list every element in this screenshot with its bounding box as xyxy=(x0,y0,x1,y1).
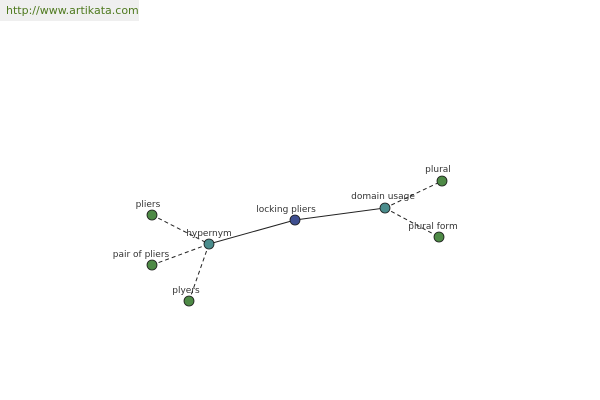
node-pair-of-pliers[interactable] xyxy=(146,259,158,271)
node-plural-form[interactable] xyxy=(433,231,445,243)
node-label-plural-form[interactable]: plural form xyxy=(408,222,457,232)
edge-domain-usage-plural-form xyxy=(384,207,440,238)
node-label-domain-usage[interactable]: domain usage xyxy=(351,192,415,202)
node-plyers[interactable] xyxy=(183,295,195,307)
node-plural[interactable] xyxy=(436,175,448,187)
node-center[interactable] xyxy=(289,214,301,226)
edges-layer xyxy=(151,180,443,302)
labels-layer: locking pliers hypernym domain usage pliers… xyxy=(113,165,458,296)
node-label-hypernym[interactable]: hypernym xyxy=(186,229,232,239)
url-banner[interactable]: http://www.artikata.com xyxy=(0,0,139,21)
node-label-pliers[interactable]: pliers xyxy=(136,200,161,210)
edge-pair-of-pliers-hypernym xyxy=(151,243,210,266)
node-label-plyers[interactable]: plyers xyxy=(172,286,200,296)
edge-domain-usage-plural xyxy=(384,180,443,209)
node-label-pair-of-pliers[interactable]: pair of pliers xyxy=(113,250,170,260)
node-hypernym[interactable] xyxy=(203,238,215,250)
node-label-plural[interactable]: plural xyxy=(425,165,451,175)
node-domain-usage[interactable] xyxy=(379,202,391,214)
edge-plyers-hypernym xyxy=(188,243,210,302)
edge-pliers-hypernym xyxy=(151,214,210,245)
edge-hypernym-center xyxy=(208,219,296,245)
node-pliers[interactable] xyxy=(146,209,158,221)
node-label-center[interactable]: locking pliers xyxy=(256,205,316,215)
nodes-layer xyxy=(146,175,448,307)
edge-center-domain-usage xyxy=(294,207,386,221)
